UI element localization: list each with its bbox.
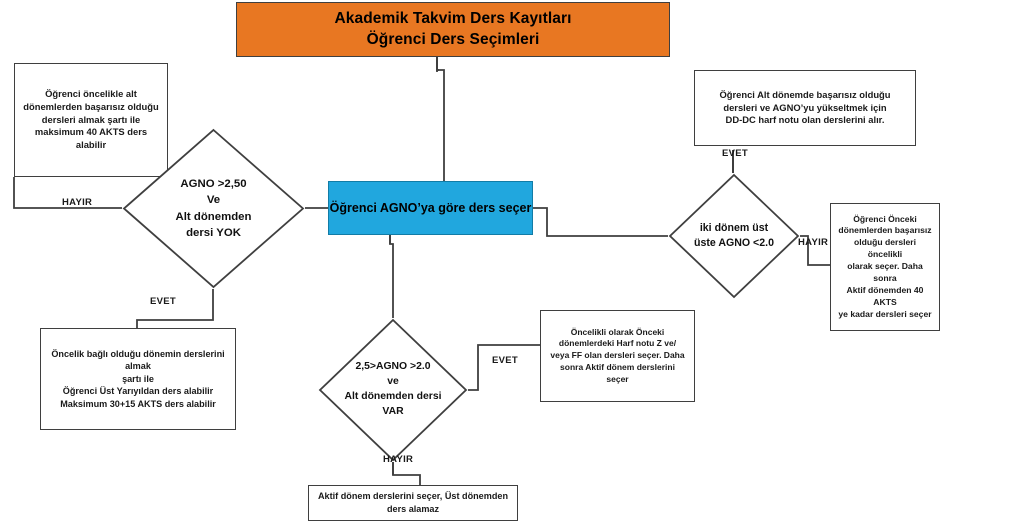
edge-label-right-hayir: HAYIR bbox=[798, 237, 829, 248]
edge-label-bottom-evet: EVET bbox=[492, 355, 519, 366]
process-node: Öğrenci AGNO’ya göre ders seçer bbox=[328, 181, 533, 235]
decision-left: AGNO >2,50 Ve Alt dönemden dersi YOK bbox=[122, 128, 305, 289]
note-bottom-center: Aktif dönem derslerini seçer, Üst dönemd… bbox=[308, 485, 518, 521]
edge-process-to-right-diamond bbox=[533, 207, 668, 237]
decision-bottom: 2,5>AGNO >2.0 ve Alt dönemden dersi VAR bbox=[318, 318, 468, 462]
note-far-right: Öğrenci Önceki dönemlerden başarısız old… bbox=[830, 203, 940, 331]
edge-left-evet-to-box bbox=[136, 289, 214, 328]
edge-title-to-process bbox=[436, 57, 445, 181]
note-middle-right: Öncelikli olarak Önceki dönemlerdeki Har… bbox=[540, 310, 695, 402]
decision-right: iki dönem üst üste AGNO <2.0 bbox=[668, 173, 800, 299]
edge-label-bottom-hayir: HAYIR bbox=[383, 454, 414, 465]
note-top-right: Öğrenci Alt dönemde başarısız olduğu der… bbox=[694, 70, 916, 146]
edge-process-to-bottom-diamond bbox=[389, 235, 394, 318]
decision-right-shape bbox=[668, 173, 800, 299]
edge-label-left-hayir: HAYIR bbox=[62, 197, 93, 208]
decision-bottom-shape bbox=[318, 318, 468, 462]
edge-bottom-hayir-to-box bbox=[392, 462, 421, 485]
decision-left-shape bbox=[122, 128, 305, 289]
edge-label-left-evet: EVET bbox=[150, 296, 177, 307]
note-bottom-left: Öncelik bağlı olduğu dönemin derslerini … bbox=[40, 328, 236, 430]
title-node: Akademik Takvim Ders Kayıtları Öğrenci D… bbox=[236, 2, 670, 57]
edge-label-right-evet: EVET bbox=[722, 148, 749, 159]
edge-bottom-evet-to-box bbox=[468, 344, 540, 391]
note-top-left: Öğrenci öncelikle alt dönemlerden başarı… bbox=[14, 63, 168, 177]
